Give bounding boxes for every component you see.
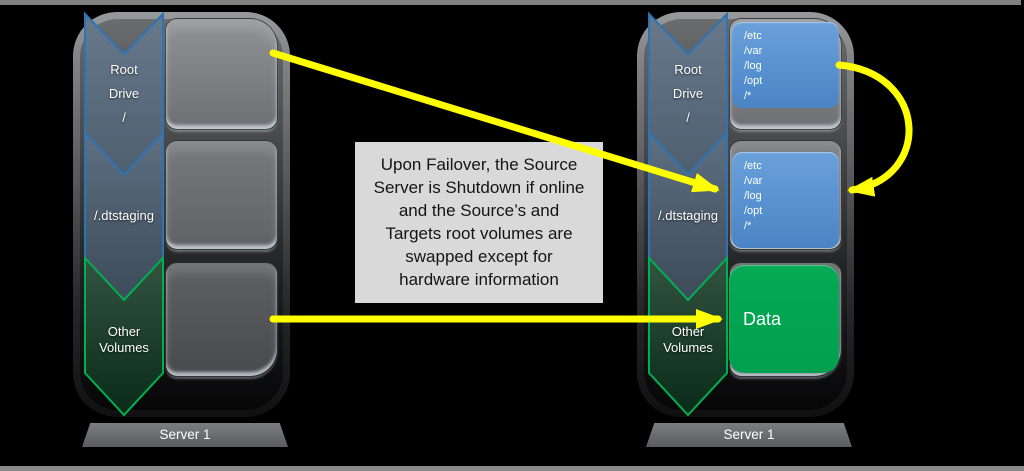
chevron-other-volumes xyxy=(648,255,728,417)
target-server-base: Server 1 xyxy=(646,423,852,447)
failover-note: Upon Failover, the Source Server is Shut… xyxy=(355,142,603,303)
bottom-border-strip xyxy=(0,466,1024,471)
source-server-base: Server 1 xyxy=(82,423,288,447)
source-server-name: Server 1 xyxy=(159,427,211,442)
chevron-other-volumes xyxy=(84,255,164,417)
source-dtstaging-label: /.dtstaging xyxy=(94,208,154,223)
target-other-volumes-label: Other Volumes xyxy=(663,324,713,355)
top-border-strip xyxy=(0,0,1021,5)
source-root-drive-label: Root Drive / xyxy=(108,62,140,125)
target-root-drive-label: Root Drive / xyxy=(672,62,704,125)
source-root-slot xyxy=(165,18,278,130)
target-root-volume-box: /etc /var /log /opt /* xyxy=(732,22,839,108)
source-server-tower: Root Drive / /.dtstaging Other Volumes xyxy=(73,11,290,417)
data-volume-label: Data xyxy=(743,308,782,329)
target-server-tower: Root Drive / /.dtstaging Other Volumes /… xyxy=(637,11,854,417)
source-other-volumes-label: Other Volumes xyxy=(99,324,149,355)
source-other-slot xyxy=(165,262,278,377)
source-staging-slot xyxy=(165,140,278,250)
target-server-name: Server 1 xyxy=(723,427,775,442)
target-data-volume-box: Data xyxy=(729,265,839,373)
target-staging-volume-box: /etc /var /log /opt /* xyxy=(732,152,839,248)
source-chevron-band xyxy=(84,11,164,417)
target-dtstaging-label: /.dtstaging xyxy=(658,208,718,223)
